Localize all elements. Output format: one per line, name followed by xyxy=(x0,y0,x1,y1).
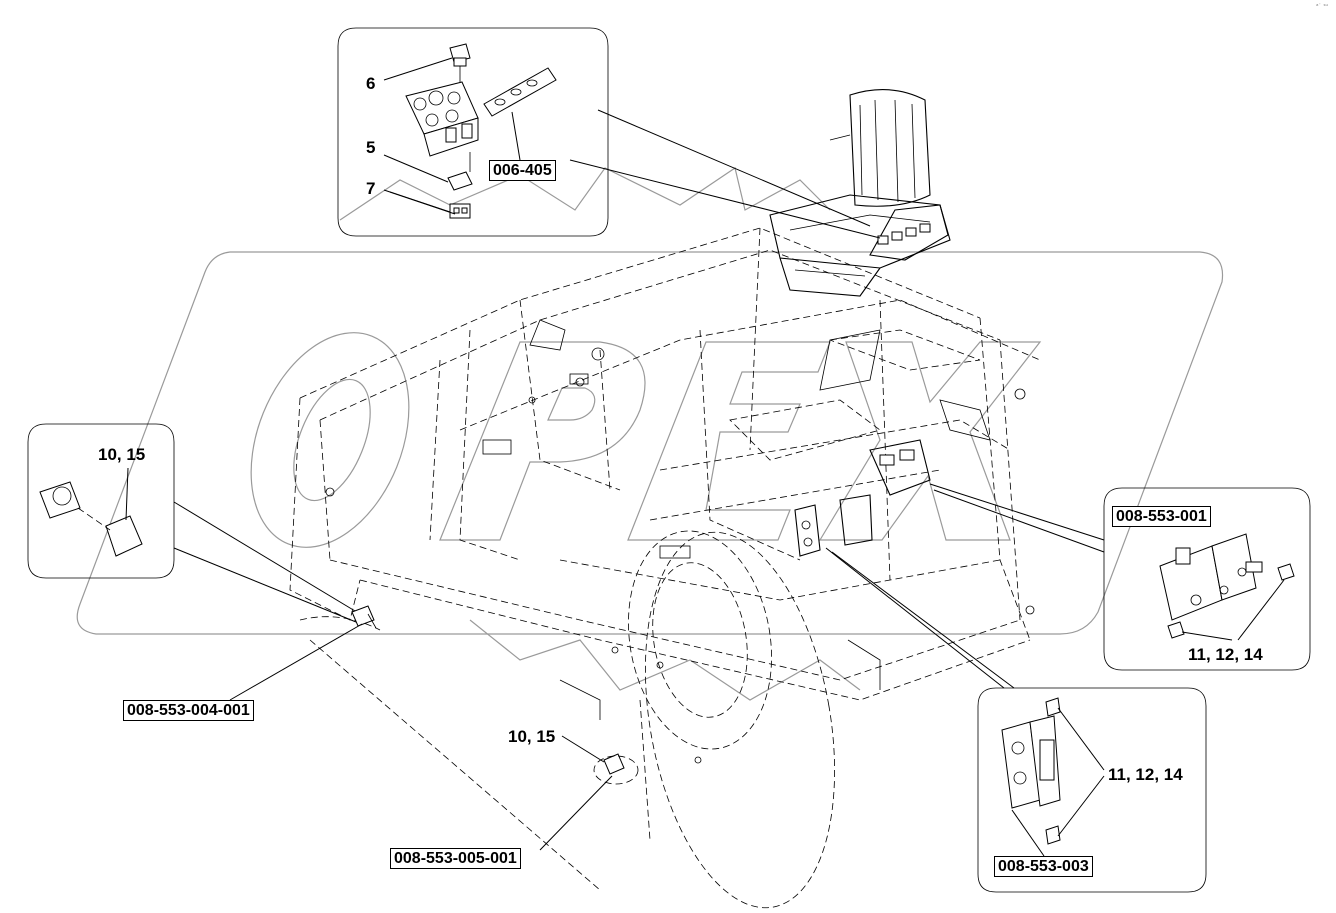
inset-left-sensor xyxy=(27,423,361,623)
callout-5: 5 xyxy=(366,138,375,157)
corner-mark: ᵃ˙ ˢᵘ xyxy=(1316,3,1328,10)
operator-seat xyxy=(769,89,951,297)
callout-10-15-left: 10, 15 xyxy=(98,445,145,464)
ref-006-405[interactable]: 006-405 xyxy=(489,160,556,181)
valve-block-center xyxy=(794,439,931,557)
callout-11-12-14-bottom: 11, 12, 14 xyxy=(1108,765,1183,784)
callout-7: 7 xyxy=(366,179,375,198)
ref-008-553-003[interactable]: 008-553-003 xyxy=(994,856,1093,877)
inset-bottom-right-valve xyxy=(825,547,1207,893)
inset-dashboard xyxy=(337,27,609,237)
callout-11-12-14-right: 11, 12, 14 xyxy=(1188,645,1263,664)
sensor-left-frame xyxy=(229,605,377,701)
callout-10-15-bottom: 10, 15 xyxy=(508,727,555,746)
dashboard-leaders xyxy=(383,57,881,239)
ref-008-553-005-001[interactable]: 008-553-005-001 xyxy=(390,848,521,869)
callout-6: 6 xyxy=(366,74,375,93)
inset-right-valve xyxy=(929,483,1311,671)
roller-frame xyxy=(289,227,1041,909)
ref-008-553-004-001[interactable]: 008-553-004-001 xyxy=(123,700,254,721)
watermark-opex xyxy=(76,167,1224,701)
ref-008-553-001[interactable]: 008-553-001 xyxy=(1112,506,1211,527)
sensor-bottom xyxy=(539,735,639,851)
